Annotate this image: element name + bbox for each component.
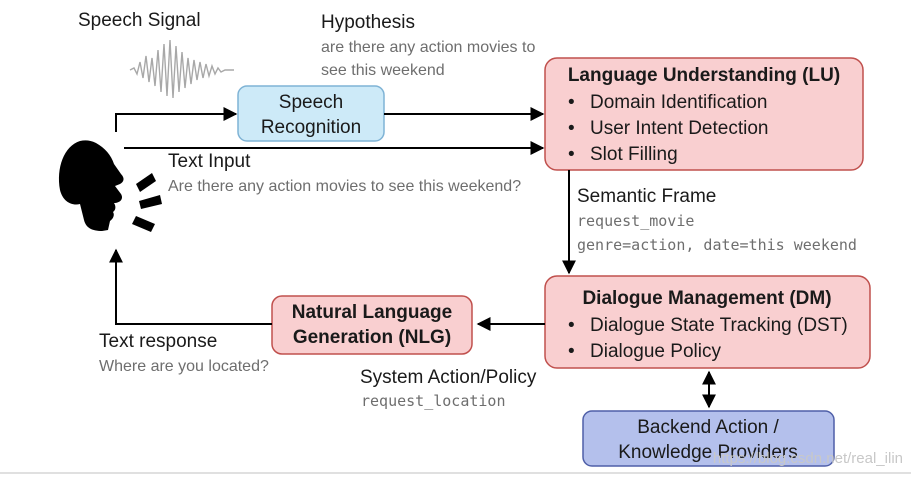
text-input-text: Are there any action movies to see this … — [168, 178, 521, 195]
nlg-line2: Generation (NLG) — [293, 327, 451, 348]
lu-bullet-2: • — [568, 118, 575, 139]
semantic-frame-label: Semantic Frame — [577, 186, 716, 207]
dm-title: Dialogue Management (DM) — [582, 288, 831, 309]
arrow-speech-to-asr — [115, 107, 238, 132]
lu-bullet-1: • — [568, 92, 575, 113]
lu-item-3: Slot Filling — [590, 144, 678, 165]
backend-line1: Backend Action / — [637, 417, 779, 438]
nlg-box: Natural Language Generation (NLG) — [271, 295, 473, 355]
text-response-text: Where are you located? — [99, 358, 269, 375]
asr-line2: Recognition — [261, 117, 361, 138]
text-response-label: Text response — [99, 331, 217, 352]
language-understanding-box: Language Understanding (LU) • Domain Ide… — [544, 57, 864, 171]
asr-line1: Speech — [279, 92, 343, 113]
hypothesis-label: Hypothesis — [321, 12, 415, 33]
nlg-line1: Natural Language — [292, 302, 452, 323]
hypothesis-text-line1: are there any action movies to — [321, 39, 535, 56]
backend-line2: Knowledge Providers — [618, 442, 798, 463]
waveform-icon — [129, 39, 234, 99]
dm-item-2: Dialogue Policy — [590, 341, 721, 362]
lu-bullet-3: • — [568, 144, 575, 165]
system-action-label: System Action/Policy — [360, 367, 537, 388]
lu-item-2: User Intent Detection — [590, 118, 768, 139]
semantic-frame-line1: request_movie — [577, 212, 694, 230]
dm-bullet-2: • — [568, 341, 575, 362]
backend-box: Backend Action / Knowledge Providers — [582, 410, 835, 467]
dm-bullet-1: • — [568, 315, 575, 336]
watermark: https://blog.csdn.net/real_ilin — [713, 450, 903, 467]
speech-recognition-box: Speech Recognition — [237, 85, 385, 142]
lu-title: Language Understanding (LU) — [568, 65, 840, 86]
system-action-text: request_location — [361, 392, 506, 410]
text-input-label: Text Input — [168, 151, 251, 172]
dialogue-management-box: Dialogue Management (DM) • Dialogue Stat… — [544, 275, 871, 369]
semantic-frame-line2: genre=action, date=this weekend — [577, 236, 857, 254]
speech-signal-label: Speech Signal — [78, 10, 201, 31]
speaking-head-icon — [58, 140, 162, 232]
dm-item-1: Dialogue State Tracking (DST) — [590, 315, 848, 336]
hypothesis-text-line2: see this weekend — [321, 62, 445, 79]
arrow-nlg-to-speaker — [109, 248, 272, 325]
lu-item-1: Domain Identification — [590, 92, 767, 113]
